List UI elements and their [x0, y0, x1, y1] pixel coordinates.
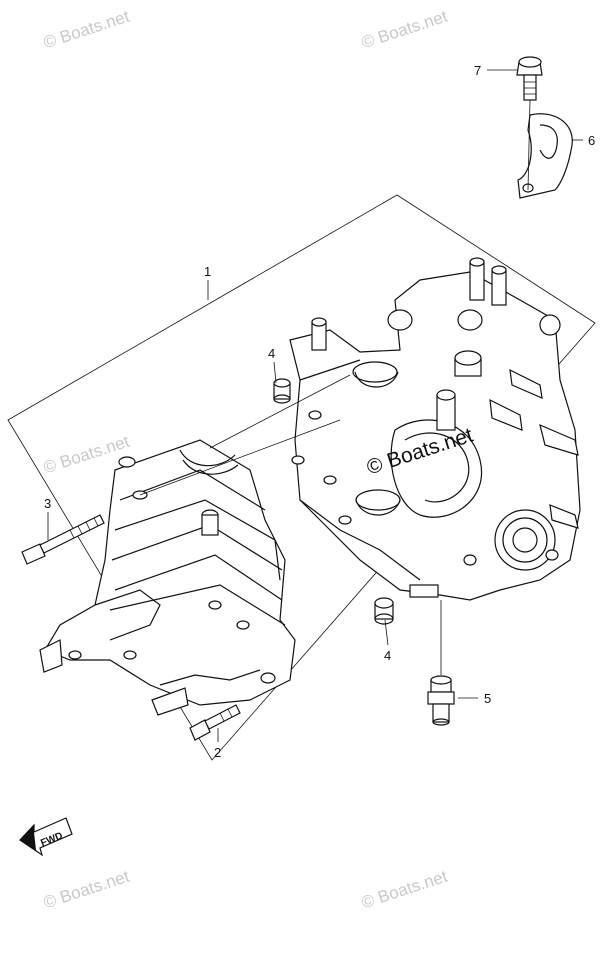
callout-3: 3	[44, 496, 51, 511]
callout-4-upper: 4	[268, 346, 275, 361]
dowel-pin-lower[interactable]	[374, 597, 394, 625]
callout-4-lower: 4	[384, 648, 391, 663]
callout-7: 7	[474, 63, 481, 78]
leader-lines	[47, 69, 583, 742]
fitting[interactable]	[427, 675, 455, 726]
callout-1: 1	[204, 264, 211, 279]
dowel-pin-upper[interactable]	[273, 378, 291, 404]
callout-2: 2	[214, 745, 221, 760]
crankcase-right-half[interactable]	[289, 257, 581, 601]
long-bolt[interactable]	[21, 514, 105, 565]
crankcase-left-half[interactable]	[39, 439, 296, 716]
fwd-arrow-icon: FWD	[19, 817, 73, 857]
callout-5: 5	[484, 691, 491, 706]
assembly-lines	[139, 99, 531, 675]
bracket[interactable]	[517, 113, 573, 199]
callout-6: 6	[588, 133, 595, 148]
short-bolt[interactable]	[189, 704, 241, 741]
bracket-bolt[interactable]	[516, 56, 543, 101]
